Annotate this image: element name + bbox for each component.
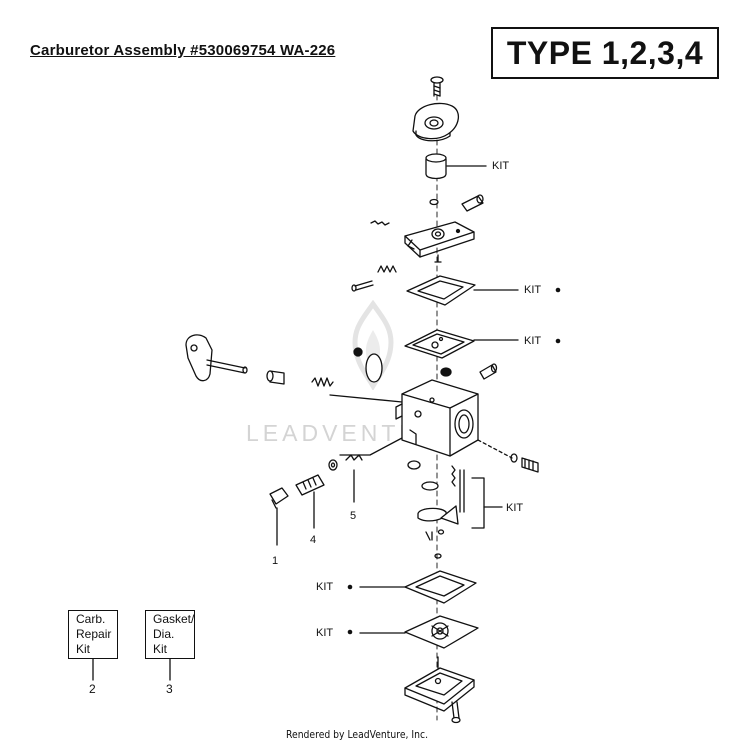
kit-label-diaphragm: KIT [524, 335, 542, 347]
pin-upper [461, 194, 484, 212]
throttle-lever [185, 334, 248, 382]
callout-4: 4 [310, 534, 317, 546]
lower-plug [407, 460, 421, 470]
pin-middle [479, 363, 498, 380]
part-4-needle [295, 474, 325, 496]
kit-label-filter: KIT [492, 160, 510, 172]
kit-bracket [471, 477, 485, 529]
pump-diaphragm [404, 615, 479, 649]
legend-carb-repair-kit: Carb. Repair Kit [68, 610, 118, 659]
kit-label-inlet: KIT [506, 502, 524, 514]
pump-cover [404, 656, 475, 712]
lever-screw [351, 280, 374, 292]
throttle-bushing [266, 370, 285, 385]
inlet-lever [440, 505, 459, 525]
type-badge: TYPE 1,2,3,4 [491, 27, 719, 79]
choke-plate [365, 353, 383, 383]
pump-gasket [404, 570, 477, 604]
leader-line-left [339, 437, 403, 456]
lower-diaphragm-disc [417, 507, 447, 522]
choke-knob [353, 347, 363, 357]
o-ring [434, 553, 442, 559]
carburetor-body [395, 367, 479, 457]
lower-screw [425, 531, 433, 541]
metering-gasket [406, 275, 476, 306]
top-screw [430, 76, 444, 97]
part-1-nozzle [269, 487, 289, 509]
bullet-dot [347, 584, 353, 590]
top-cover [412, 102, 459, 142]
footer-credit: Rendered by LeadVenture, Inc. [286, 729, 429, 741]
throttle-spring [311, 377, 334, 387]
metering-lever-assembly [404, 221, 475, 263]
page-title: Carburetor Assembly #530069754 WA-226 [30, 42, 336, 59]
small-screw [437, 529, 445, 535]
part-5-spring [345, 454, 363, 461]
kit-label-pump-gasket: KIT [316, 581, 334, 593]
kit-label-gasket: KIT [524, 284, 542, 296]
inlet-spring [451, 465, 456, 487]
metering-diaphragm [404, 329, 475, 359]
bullet-dot [555, 287, 561, 293]
needle-valve-seat [421, 481, 439, 491]
part-4-washer [328, 459, 338, 471]
bullet-dot [555, 338, 561, 344]
bottom-screw [451, 701, 461, 724]
legend-number-2: 2 [89, 682, 96, 696]
legend-number-3: 3 [166, 682, 173, 696]
small-washer [429, 198, 439, 206]
lever-spring [377, 265, 397, 273]
legend-gasket-dia-kit: Gasket/ Dia. Kit [145, 610, 195, 659]
filter-cup [425, 153, 447, 180]
small-spring [370, 220, 390, 226]
idle-screw [477, 439, 539, 473]
callout-5: 5 [350, 510, 357, 522]
kit-label-pump-diaphragm: KIT [316, 627, 334, 639]
throttle-shaft [329, 394, 403, 403]
bullet-dot [347, 629, 353, 635]
callout-1: 1 [272, 555, 279, 567]
